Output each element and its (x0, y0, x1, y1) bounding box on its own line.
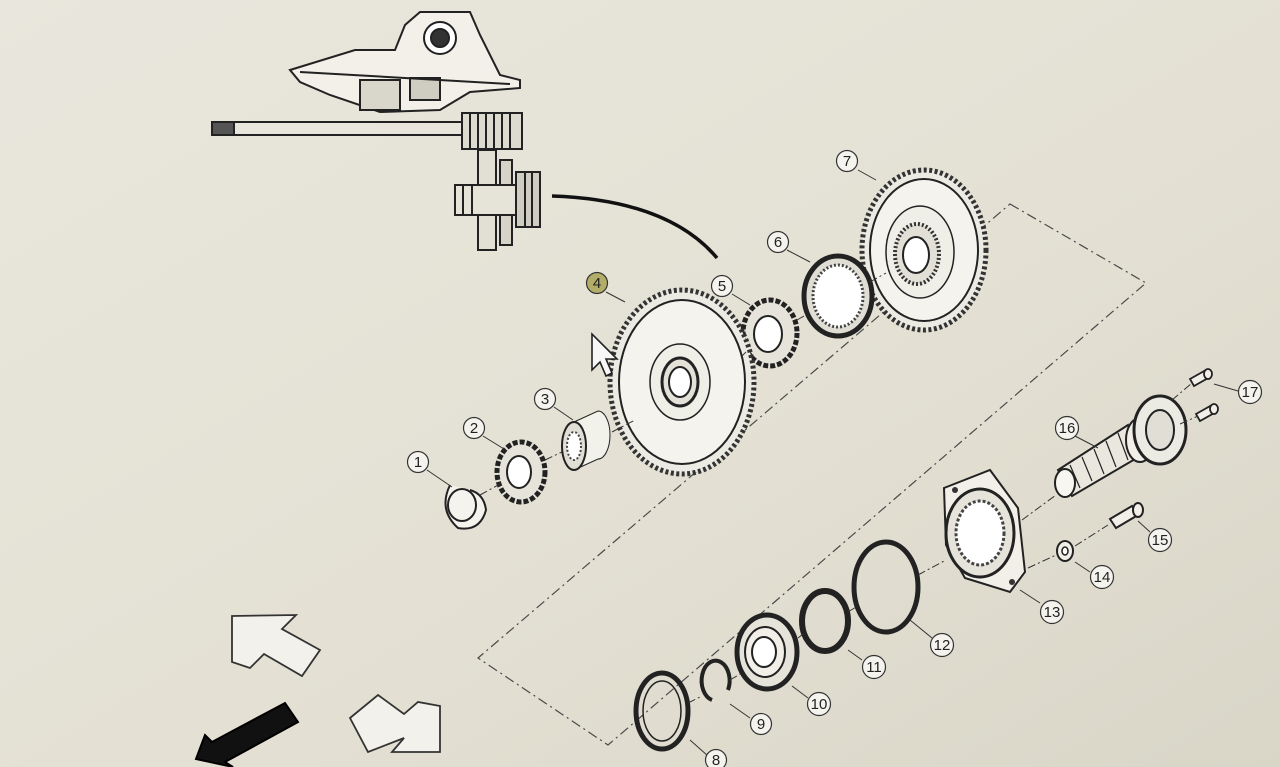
callout-label: 10 (811, 696, 828, 713)
part-7-large-gear[interactable] (859, 167, 989, 333)
callout-label: 9 (757, 716, 765, 733)
callout-label: 16 (1059, 420, 1076, 437)
callout-circle (462, 416, 486, 440)
part-13-flange-cover[interactable] (942, 468, 1027, 594)
callout-circle (1147, 527, 1173, 553)
callout-8[interactable]: 8 (704, 748, 728, 767)
part-2-bearing[interactable] (494, 439, 548, 505)
callout-label: 5 (718, 278, 726, 295)
nav-right-arrow[interactable] (348, 693, 441, 754)
part-11-seal-ring[interactable] (799, 588, 851, 654)
callout-15[interactable]: 15 (1147, 527, 1173, 553)
callout-5[interactable]: 5 (710, 274, 734, 298)
callout-14[interactable]: 14 (1089, 564, 1115, 590)
assembly-frame (477, 203, 1148, 746)
part-17-studs[interactable] (1188, 368, 1219, 423)
callout-circle (929, 632, 955, 658)
callout-label: 6 (774, 234, 782, 251)
callout-17[interactable]: 17 (1237, 379, 1263, 405)
assembly-axis-lines (479, 272, 1199, 704)
callout-circle (766, 230, 790, 254)
callout-label: 8 (712, 752, 720, 767)
callout-circle (1089, 564, 1115, 590)
part-14-nut[interactable] (1056, 540, 1074, 562)
callout-11[interactable]: 11 (861, 654, 887, 680)
part-4-gear[interactable] (607, 287, 757, 477)
callout-label: 11 (866, 659, 882, 676)
callout-4[interactable]: 4 (585, 271, 609, 295)
callout-circle (1054, 415, 1080, 441)
nav-up-arrow[interactable] (231, 614, 322, 678)
part-6-synchro-ring[interactable] (801, 253, 875, 339)
callout-label: 15 (1152, 532, 1169, 549)
callout-label: 14 (1094, 569, 1111, 586)
part-1-snap-ring[interactable] (444, 484, 488, 530)
nav-back-arrow[interactable] (194, 701, 300, 767)
callout-16[interactable]: 16 (1054, 415, 1080, 441)
callout-label: 3 (541, 391, 549, 408)
part-3-sleeve[interactable] (561, 410, 611, 471)
callout-circle (1237, 379, 1263, 405)
callout-circle (1039, 599, 1065, 625)
part-10-bearing[interactable] (734, 612, 800, 692)
callout-label: 2 (470, 420, 478, 437)
callout-circle (406, 450, 430, 474)
callout-circle (704, 748, 728, 767)
callout-label: 12 (934, 637, 951, 654)
callout-6[interactable]: 6 (766, 230, 790, 254)
navigate-up-arrow-icon (231, 614, 322, 678)
callout-circle (861, 654, 887, 680)
callout-13[interactable]: 13 (1039, 599, 1065, 625)
callout-circle (806, 691, 832, 717)
leader-curve (551, 194, 719, 260)
callout-circle (749, 712, 773, 736)
callout-label: 17 (1242, 384, 1259, 401)
transmission-housing-context[interactable] (211, 11, 541, 251)
callout-10[interactable]: 10 (806, 691, 832, 717)
part-5-bearing[interactable] (740, 297, 800, 369)
callout-circle (835, 149, 859, 173)
callout-label: 1 (414, 454, 422, 471)
callout-9[interactable]: 9 (749, 712, 773, 736)
callout-7[interactable]: 7 (835, 149, 859, 173)
part-8-snap-ring[interactable] (633, 670, 691, 752)
callout-leaders (426, 169, 1239, 757)
callout-circle (585, 271, 609, 295)
callout-label: 4 (593, 275, 601, 292)
callout-12[interactable]: 12 (929, 632, 955, 658)
callout-circle (533, 387, 557, 411)
part-9-circlip[interactable] (699, 658, 732, 702)
navigate-right-arrow-icon (348, 693, 441, 754)
callout-2[interactable]: 2 (462, 416, 486, 440)
callout-3[interactable]: 3 (533, 387, 557, 411)
part-15-bolt[interactable] (1108, 502, 1144, 530)
callout-label: 13 (1044, 604, 1061, 621)
navigate-back-arrow-icon (194, 701, 300, 767)
callout-1[interactable]: 1 (406, 450, 430, 474)
callout-label: 7 (843, 153, 851, 170)
part-12-o-ring[interactable] (851, 539, 921, 635)
part-16-output-shaft[interactable] (1054, 394, 1188, 498)
callout-circle (710, 274, 734, 298)
